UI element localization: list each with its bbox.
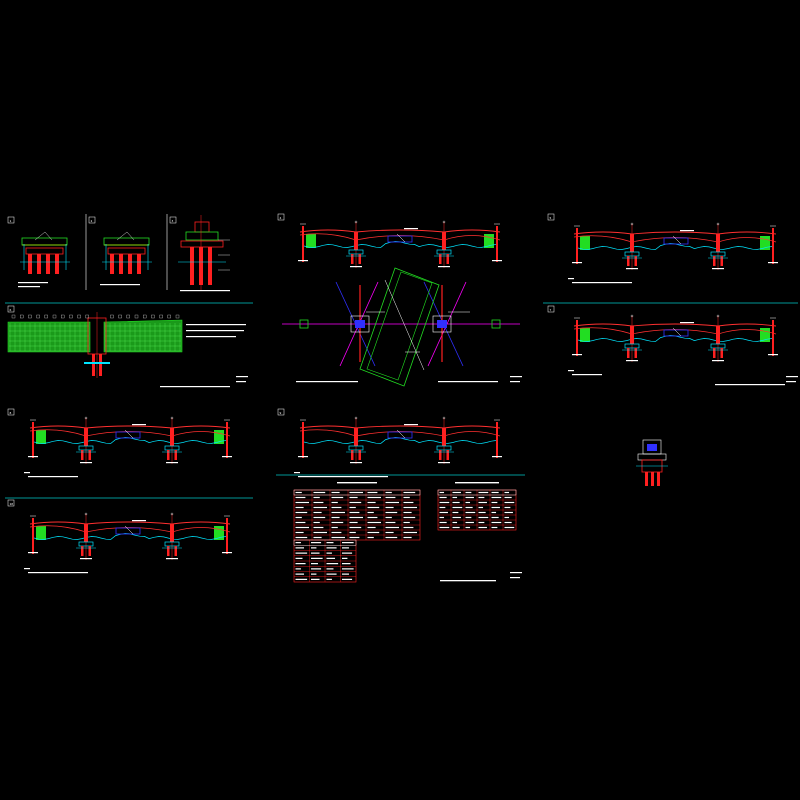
- panel-tag-label: 3: [172, 219, 174, 223]
- panel-tag: 10: [7, 499, 15, 507]
- panel-tag-label: 6: [10, 308, 12, 312]
- panel-tag-label: 8: [10, 411, 12, 415]
- panel-tag: 6: [7, 305, 15, 313]
- bridge-elevation: [568, 314, 778, 376]
- table-caption: [440, 580, 496, 582]
- panel-tag: 4: [277, 213, 285, 221]
- hatched-elevation: [7, 312, 248, 388]
- bridge-elevation: [568, 222, 778, 284]
- pier-section-1: [18, 231, 70, 288]
- panel-tag: 8: [7, 408, 15, 416]
- pier-section-3: [178, 215, 230, 292]
- panel-tag: 3: [169, 216, 177, 224]
- table-grid: [437, 482, 517, 531]
- panel-tag-label: 9: [280, 411, 282, 415]
- bridge-elevation: [298, 220, 502, 268]
- panel-tag-label: 5: [550, 216, 552, 220]
- panel-tag-label: 1: [10, 219, 12, 223]
- panel-tag-label: 4: [280, 216, 282, 220]
- bridge-elevation: [24, 416, 232, 478]
- quantity-tables: [293, 482, 522, 583]
- small-pier-detail: [636, 439, 668, 486]
- panel-tag: 9: [277, 408, 285, 416]
- panel-tag: 1: [7, 216, 15, 224]
- bridge-elevation: [294, 416, 502, 478]
- panel-tag: 7: [547, 305, 555, 313]
- bridge-elevation: [24, 512, 232, 574]
- table-grid: [293, 539, 357, 583]
- panel-tags: 1 2 3 4 5 6 7 8 9 10: [7, 213, 555, 507]
- panel-tag-label: 10: [10, 502, 14, 506]
- panel-tag: 2: [88, 216, 96, 224]
- panel-tag-label: 7: [550, 308, 552, 312]
- table-grid: [293, 482, 421, 541]
- caption-line: [715, 384, 785, 386]
- frame-lines: [5, 302, 798, 499]
- section-dividers: [85, 214, 168, 290]
- panel-tag: 5: [547, 213, 555, 221]
- plan-view: [282, 267, 522, 387]
- panel-tag-label: 2: [91, 219, 93, 223]
- pier-section-2: [100, 231, 152, 286]
